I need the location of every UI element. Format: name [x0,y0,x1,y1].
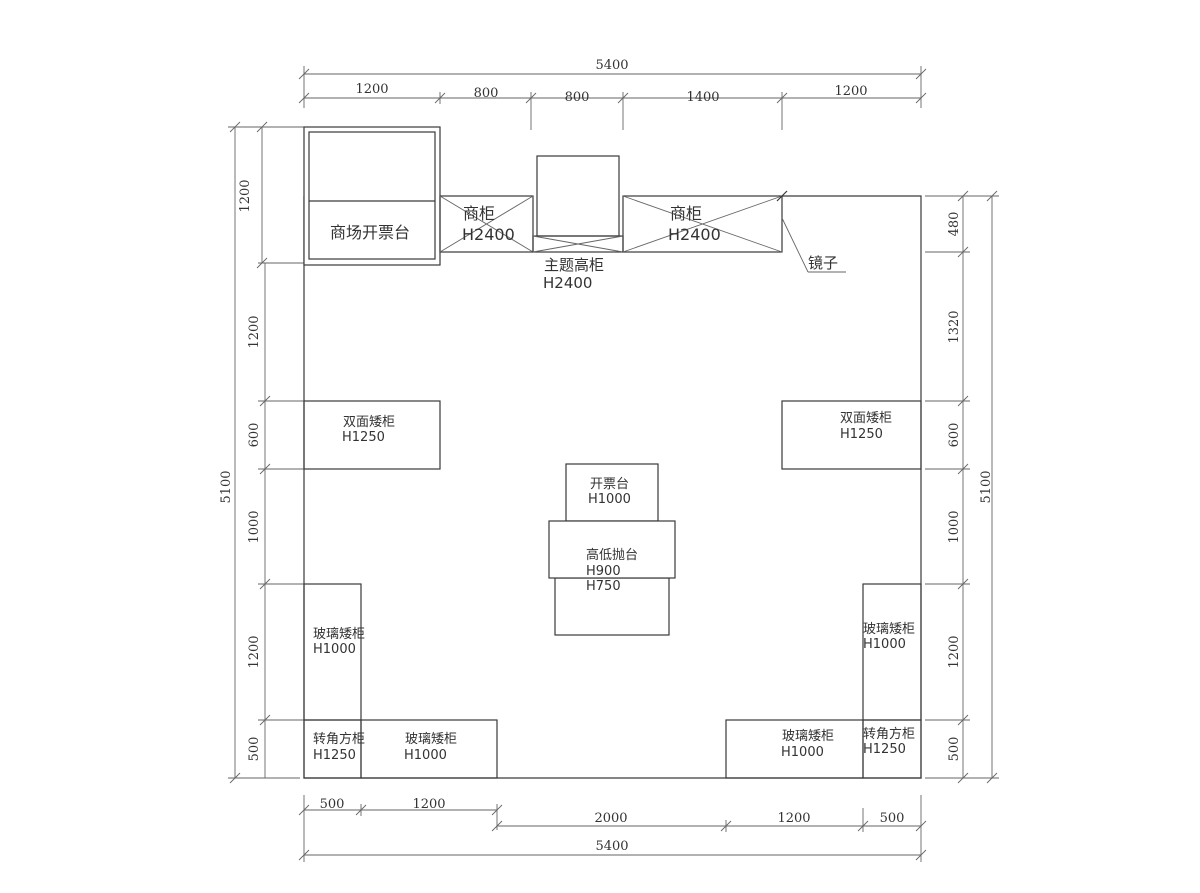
glass-low-cabinet-bottom-left: 玻璃矮柜 H1000 [360,719,498,779]
glass-bottom-right-name: 玻璃矮柜 [782,729,834,744]
mirror-callout: 镜子 [776,190,846,273]
dim-bottom-seg-3: 2000 [594,811,627,826]
dim-left-overall: 5100 [219,470,234,503]
dim-right-seg-2: 1320 [947,310,962,343]
dim-bottom-seg-4: 1200 [777,811,810,826]
tall-cabinet-right-name: 商柜 [670,204,702,223]
corner-cabinet-right: 转角方柜 H1250 [862,719,922,779]
corner-left-name: 转角方柜 [313,731,365,747]
tall-cabinet-right: 商柜 H2400 [622,195,783,253]
dim-top-seg-4: 1400 [686,90,719,105]
tall-cabinet-left-name: 商柜 [463,204,495,223]
dim-left-seg-3: 600 [247,423,262,448]
glass-low-right-height: H1000 [863,637,906,652]
theme-cabinet-name: 主题高柜 [544,256,604,274]
tall-cabinet-left: 商柜 H2400 [439,195,534,253]
dim-top-seg-2: 800 [474,86,499,101]
corner-right-height: H1250 [863,742,906,757]
double-low-left-height: H1250 [342,430,385,445]
display-table-height-high: H900 [586,564,621,579]
dim-right-seg-4: 1000 [947,510,962,543]
tall-cabinet-right-height: H2400 [668,225,721,244]
dim-right-seg-1: 480 [947,212,962,237]
corner-left-height: H1250 [313,748,356,763]
dim-left-seg-6: 500 [247,737,262,762]
display-table-name: 高低抛台 [586,547,638,563]
glass-low-cabinet-right: 玻璃矮柜 H1000 [862,583,922,721]
glass-low-left-name: 玻璃矮柜 [313,627,365,642]
dim-top-seg-5: 1200 [834,84,867,99]
double-low-cabinet-right: 双面矮柜 H1250 [781,400,922,470]
dim-bottom-seg-1: 500 [320,797,345,812]
bottom-dimensions: 500 1200 2000 1200 500 5400 [298,795,927,862]
double-low-right-height: H1250 [840,427,883,442]
left-dimensions: 5100 1200 1200 600 1000 1200 500 [219,121,304,784]
dim-bottom-seg-2: 1200 [412,797,445,812]
mall-ticket-counter: 商场开票台 [303,126,441,266]
double-low-cabinet-left: 双面矮柜 H1250 [303,400,441,470]
corner-right-name: 转角方柜 [863,726,915,742]
glass-low-cabinet-bottom-right: 玻璃矮柜 H1000 [725,719,864,779]
corner-cabinet-left: 转角方柜 H1250 [303,719,365,779]
glass-low-right-name: 玻璃矮柜 [863,622,915,637]
dim-top-seg-3: 800 [565,90,590,105]
display-table: 高低抛台 H900 H750 [548,520,676,636]
glass-low-left-height: H1000 [313,642,356,657]
mall-ticket-counter-label: 商场开票台 [330,223,410,242]
double-low-left-name: 双面矮柜 [343,415,395,430]
ticket-counter-height: H1000 [588,492,631,507]
theme-cabinet: 主题高柜 H2400 [532,155,624,292]
dim-right-overall: 5100 [979,470,994,503]
top-dimensions: 5400 1200 800 800 1400 1200 [298,58,927,130]
glass-bottom-left-height: H1000 [404,748,447,763]
dim-right-seg-6: 500 [947,737,962,762]
theme-cabinet-height: H2400 [543,274,592,292]
right-dimensions: 5100 480 1320 600 1000 1200 500 [925,190,999,784]
dim-right-seg-3: 600 [947,423,962,448]
glass-bottom-right-height: H1000 [781,745,824,760]
dim-left-seg-4: 1000 [247,510,262,543]
display-table-height-low: H750 [586,579,621,594]
dim-bottom-seg-5: 500 [880,811,905,826]
glass-bottom-left-name: 玻璃矮柜 [405,732,457,747]
dim-top-overall: 5400 [595,58,628,73]
dim-left-seg-1: 1200 [238,179,253,212]
tall-cabinet-left-height: H2400 [462,225,515,244]
double-low-right-name: 双面矮柜 [840,411,892,426]
dim-right-seg-5: 1200 [947,635,962,668]
mirror-label: 镜子 [808,254,838,272]
dim-left-seg-2: 1200 [247,315,262,348]
center-ticket-counter: 开票台 H1000 [565,463,659,522]
ticket-counter-name: 开票台 [590,477,629,492]
dim-left-seg-5: 1200 [247,635,262,668]
glass-low-cabinet-left: 玻璃矮柜 H1000 [303,583,365,721]
dim-bottom-overall: 5400 [595,839,628,854]
dim-top-seg-1: 1200 [355,82,388,97]
